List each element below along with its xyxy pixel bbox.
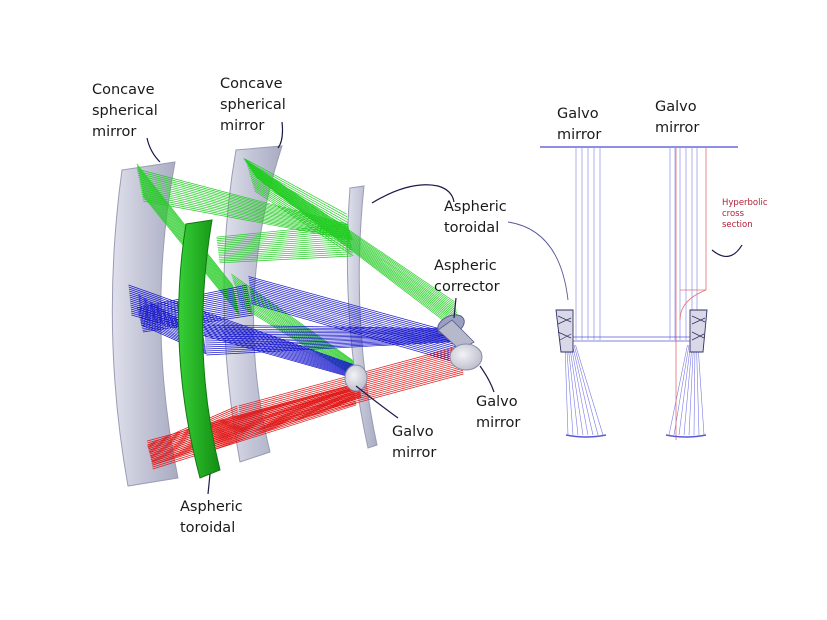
leader-aspheric-corrector: [453, 297, 457, 319]
green-beam-bundle: [136, 158, 462, 380]
leader-lines-left: [146, 121, 495, 495]
label-galvo-mirror-schematic-2: Galvo mirror: [655, 99, 700, 136]
leader-galvo-right: [479, 365, 495, 393]
leader-hyperbolic: [711, 244, 743, 257]
leader-concave-mirror-1: [146, 137, 161, 163]
label-galvo-mirror-right: Galvo mirror: [476, 394, 521, 431]
schematic-top-view: [507, 146, 743, 440]
label-concave-spherical-mirror-1: Concave spherical mirror: [92, 82, 158, 140]
leader-concave-mirror-2: [277, 121, 284, 149]
leader-galvo-center: [355, 385, 399, 419]
label-aspheric-toroidal-top: Aspheric toroidal: [444, 199, 507, 236]
concave-spherical-mirror-left: [111, 161, 179, 487]
leader-aspheric-toroidal-right: [507, 221, 569, 301]
aspheric-corrector-lens: [437, 314, 475, 351]
label-galvo-mirror-schematic-1: Galvo mirror: [557, 106, 602, 143]
label-aspheric-corrector: Aspheric corrector: [434, 258, 500, 295]
label-galvo-mirror-center: Galvo mirror: [392, 424, 437, 461]
galvo-mirror-center: [344, 364, 368, 392]
leader-aspheric-toroidal-bottom: [207, 473, 211, 495]
leader-aspheric-toroidal-top: [371, 184, 455, 204]
label-hyperbolic-cross-section: Hyperbolic cross section: [722, 198, 768, 230]
galvo-mirror-right: [449, 343, 483, 371]
label-aspheric-toroidal-bottom: Aspheric toroidal: [180, 499, 243, 536]
label-concave-spherical-mirror-2: Concave spherical mirror: [220, 76, 286, 134]
